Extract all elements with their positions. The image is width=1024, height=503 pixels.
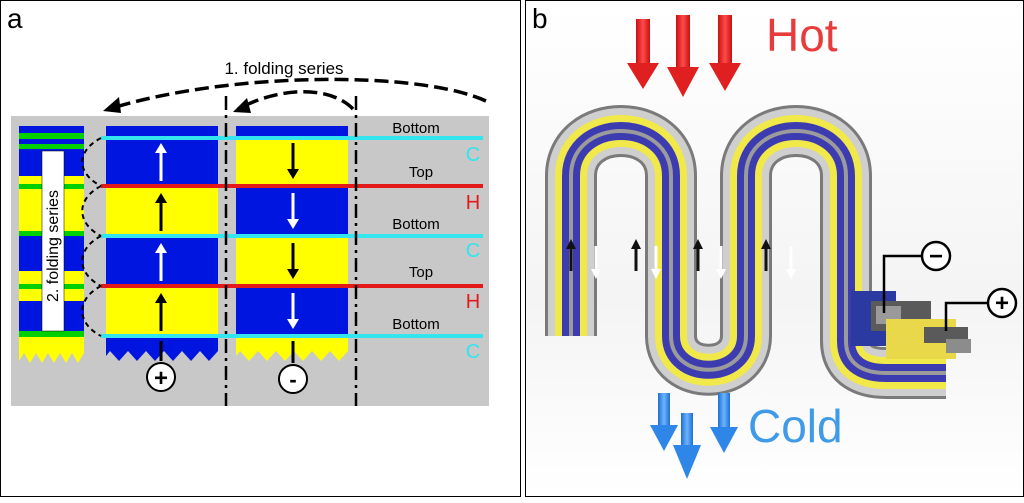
folding-arrow-2 [237, 90, 355, 111]
terminal-stack [851, 291, 971, 359]
layer-side-label-3: Bottom [392, 216, 440, 233]
minus-lead [882, 254, 921, 313]
layer-letter-1: C [466, 144, 480, 166]
layer-side-label-1: Bottom [392, 120, 440, 137]
plus-terminal-icon-b [986, 287, 1018, 319]
layer-side-label-4: Top [409, 264, 433, 281]
hot-label: Hot [766, 9, 838, 61]
fold2-arrow-1 [81, 137, 102, 187]
layer-side-label-5: Bottom [392, 316, 440, 333]
plus-terminal-label: + [154, 365, 168, 392]
fold2-arrow-4 [81, 285, 102, 337]
panel-b-diagram: Hot [526, 1, 1023, 496]
minus-terminal-label-b: − [929, 243, 943, 270]
folding-arrow-1 [108, 77, 487, 111]
layer-side-label-2: Top [409, 164, 433, 181]
device-current-arrows [566, 239, 796, 279]
minus-terminal-label: - [289, 367, 296, 392]
plus-terminal-icon [146, 362, 176, 392]
folded-strip [19, 126, 84, 363]
hot-arrows-icon [627, 15, 741, 97]
folding-series-1-label: 1. folding series [224, 59, 343, 78]
cold-arrows-icon [650, 393, 738, 479]
minus-terminal-icon [278, 364, 308, 394]
fold2-arrow-3 [81, 235, 102, 287]
panel-a-diagram: 2. folding series [11, 59, 489, 406]
folded-device [545, 105, 946, 399]
layer-letter-3: C [466, 240, 480, 262]
panel-a-letter: a [7, 3, 23, 34]
plus-lead [944, 301, 988, 331]
panel-b: b [525, 0, 1024, 497]
plus-terminal-label-b: + [995, 290, 1009, 317]
folding-series-2-label: 2. folding series [45, 190, 62, 302]
panel-b-letter: b [532, 3, 548, 34]
current-arrows-col2 [287, 143, 299, 363]
cold-label: Cold [748, 400, 843, 452]
layer-letter-2: H [466, 192, 480, 214]
current-arrows-col1 [155, 143, 167, 361]
panel-a: a 2. folding series [0, 0, 521, 497]
layer-letter-5: C [466, 341, 480, 363]
fold2-arrow-2 [81, 185, 102, 237]
minus-terminal-icon-b [920, 240, 952, 272]
layer-letter-4: H [466, 291, 480, 313]
